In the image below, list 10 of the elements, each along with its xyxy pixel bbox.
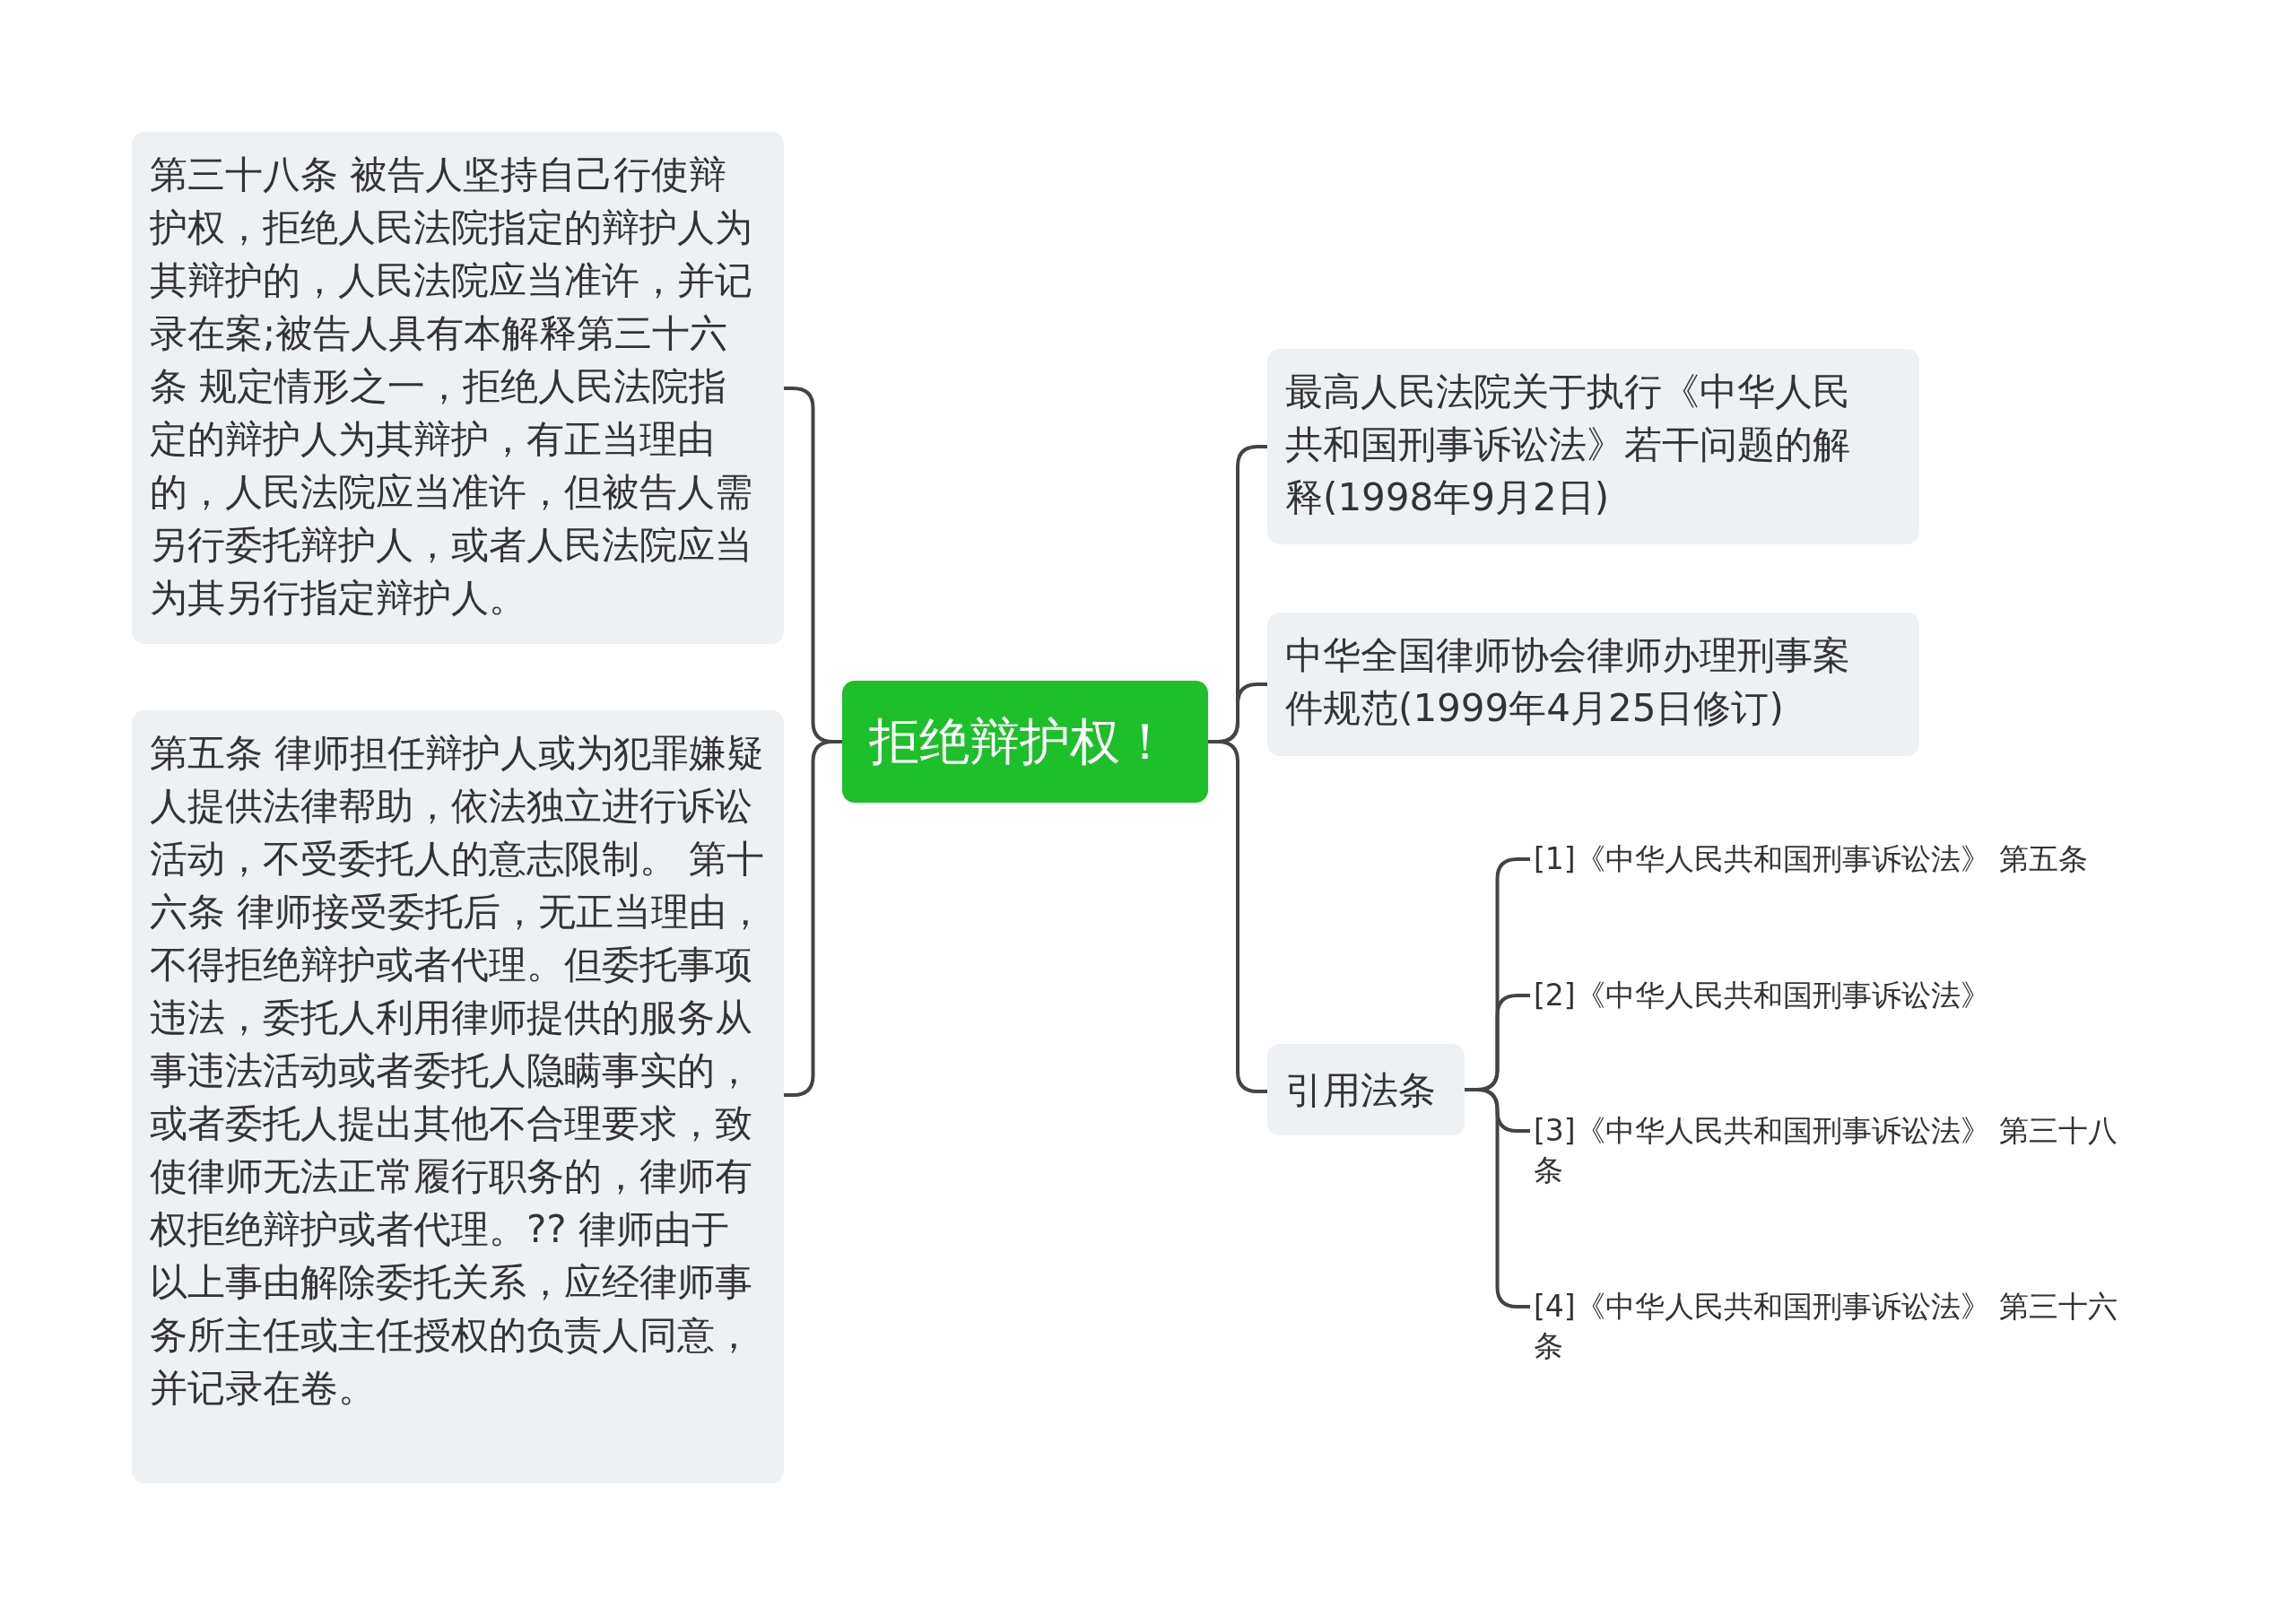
reference-text: [1]《中华人民共和国刑事诉讼法》 第五条 xyxy=(1530,839,2126,879)
topic-box: 最高人民法院关于执行《中华人民共和国刑事诉讼法》若干问题的解释(1998年9月2日) xyxy=(1267,349,1919,544)
topic-box: 中华全国律师协会律师办理刑事案件规范(1999年4月25日修订) xyxy=(1267,613,1919,756)
topic-box: 第五条 律师担任辩护人或为犯罪嫌疑人提供法律帮助，依法独立进行诉讼活动，不受委托人的意志限制。 第十六条 律师接受委托后，无正当理由，不得拒绝辩护或者代理。但委托事项违法，委托人利用律师提供的服务从事违法活动或者委托人隐瞒事实的，或者委托人提出其他不合理要求，致使律师无法正常履行职务的，律师有权拒绝辩护或者代理。?? 律师由于以上事由解除委托关系，应经律师事务所主任或主任授权的负责人同意，并记录在卷。 xyxy=(132,710,784,1483)
topic-box: 拒绝辩护权！ xyxy=(842,681,1208,803)
topic-box: 引用法条 xyxy=(1267,1044,1465,1135)
reference-text: [4]《中华人民共和国刑事诉讼法》 第三十六条 xyxy=(1530,1287,2126,1366)
reference-text: [3]《中华人民共和国刑事诉讼法》 第三十八条 xyxy=(1530,1111,2126,1190)
reference-text: [2]《中华人民共和国刑事诉讼法》 xyxy=(1530,976,2126,1015)
topic-box: 第三十八条 被告人坚持自己行使辩护权，拒绝人民法院指定的辩护人为其辩护的，人民法院应当准许，并记录在案;被告人具有本解释第三十六条 规定情形之一，拒绝人民法院指定的辩护人为其辩护，有正当理由的，人民法院应当准许，但被告人需另行委托辩护人，或者人民法院应当为其另行指定辩护人。 xyxy=(132,132,784,644)
